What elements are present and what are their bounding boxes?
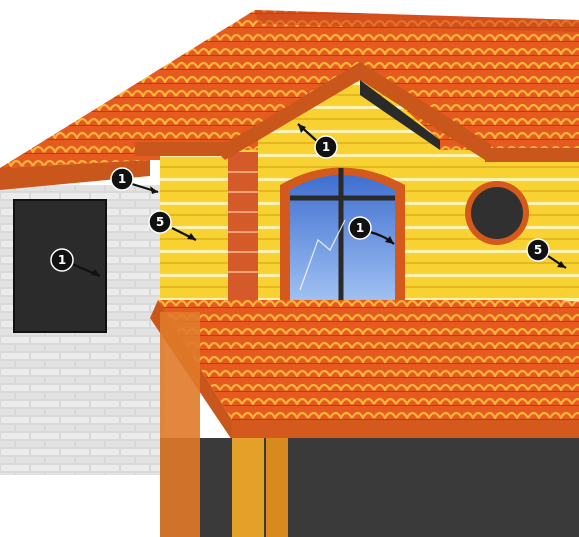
corner-post	[232, 438, 264, 537]
right-cornice	[485, 148, 579, 162]
svg-text:1: 1	[322, 140, 330, 154]
svg-text:1: 1	[58, 253, 66, 267]
left-post	[160, 312, 200, 537]
svg-text:1: 1	[118, 172, 126, 186]
round-vent-inner	[471, 187, 523, 239]
svg-text:1: 1	[356, 221, 364, 235]
svg-text:5: 5	[156, 215, 164, 229]
lower-roof	[158, 300, 579, 420]
corner-post-2	[266, 438, 288, 537]
dormer-cornice	[135, 142, 235, 156]
brick-column	[228, 152, 258, 307]
lower-roof-gutter	[232, 420, 579, 438]
svg-text:5: 5	[534, 243, 542, 257]
ground-floor-wall	[160, 438, 579, 537]
